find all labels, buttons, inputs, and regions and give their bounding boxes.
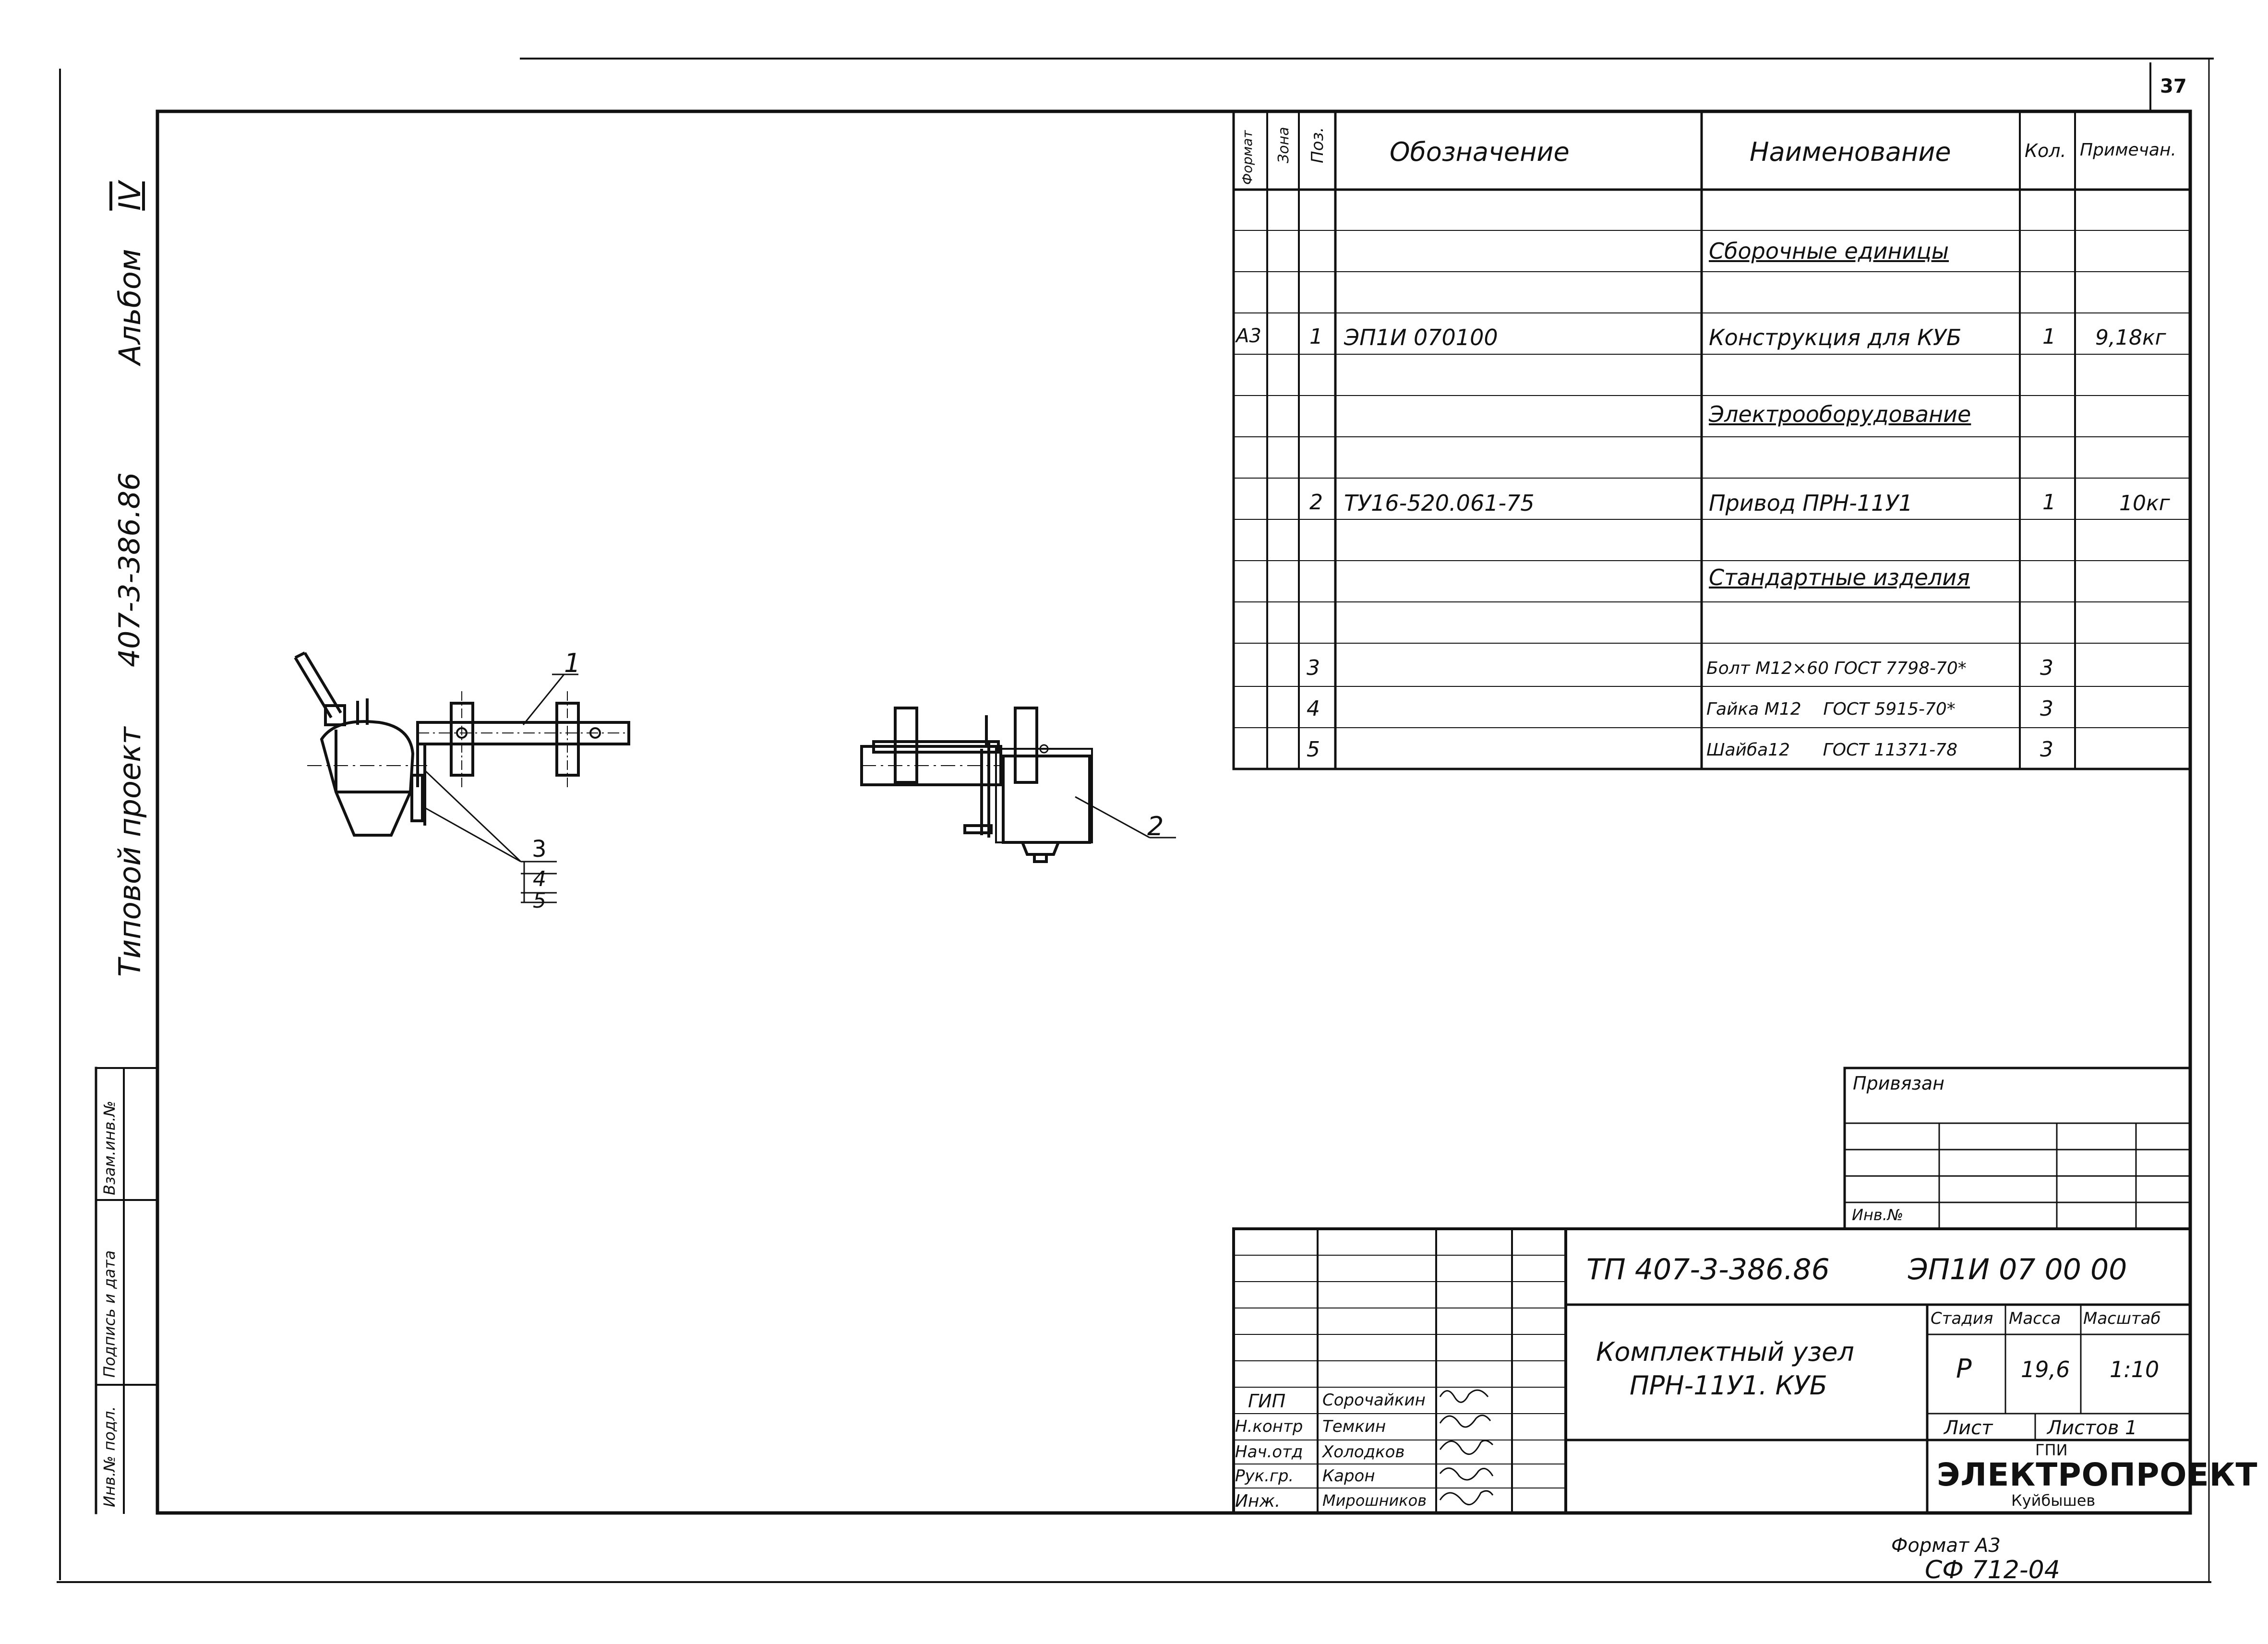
field-replace-inv: Взам.инв.№ <box>100 1101 119 1195</box>
header-qty: Кол. <box>2025 140 2066 161</box>
sig-role-rukgr: Рук.гр. <box>1235 1466 1294 1486</box>
header-format: Формат <box>1239 130 1255 185</box>
header-zone: Зона <box>1275 127 1292 163</box>
row5-name: Болт М12×60 ГОСТ 7798-70* <box>1706 659 1967 678</box>
row7-qty: 3 <box>2040 737 2053 762</box>
row1-designation: ЭП1И 070100 <box>1344 324 1498 350</box>
album-text: Альбом <box>112 249 147 365</box>
album-number: IV <box>112 181 147 211</box>
sheet-number: 37 <box>2160 75 2187 97</box>
row1-note: 9,18кг <box>2095 325 2166 350</box>
org-line1: ГПИ <box>2035 1441 2068 1459</box>
attached-title: Привязан <box>1853 1073 1944 1094</box>
org-line3: Куйбышев <box>2011 1491 2096 1510</box>
sig-name-nach: Холодков <box>1322 1442 1405 1462</box>
callout-4: 4 <box>533 867 546 891</box>
sig-name-rukgr: Карон <box>1322 1466 1375 1486</box>
row3-note: 10кг <box>2119 491 2170 516</box>
left-view <box>294 651 630 903</box>
row7-name: Шайба12 ГОСТ 11371-78 <box>1706 740 1957 760</box>
row1-format: A3 <box>1236 325 1261 347</box>
sig-role-nkontr: Н.контр <box>1235 1417 1303 1436</box>
row7-pos: 5 <box>1307 737 1320 762</box>
signature-scribbles <box>1439 1389 1494 1505</box>
header-pos: Поз. <box>1308 127 1327 163</box>
row1-pos: 1 <box>1309 324 1323 349</box>
document-code: ТП 407-3-386.86 <box>1586 1253 1830 1286</box>
row6-pos: 4 <box>1307 696 1320 721</box>
row1-qty: 1 <box>2042 324 2056 349</box>
header-note: Примечан. <box>2080 140 2176 160</box>
title-line1: Комплектный узел <box>1596 1337 1854 1367</box>
row5-pos: 3 <box>1307 656 1320 680</box>
right-view <box>860 707 1176 863</box>
sig-role-gip: ГИП <box>1248 1391 1286 1412</box>
mass-label: Масса <box>2009 1309 2061 1328</box>
header-designation: Обозначение <box>1390 137 1570 167</box>
title-line2: ПРН-11У1. КУБ <box>1630 1370 1827 1401</box>
callout-2: 2 <box>1147 811 1164 841</box>
section-assembly-units: Сборочные единицы <box>1709 238 1949 264</box>
sig-role-inzh: Инж. <box>1235 1491 1281 1511</box>
sig-name-gip: Сорочайкин <box>1322 1391 1426 1410</box>
callout-1: 1 <box>564 648 581 678</box>
album-label: Альбом IV <box>112 181 147 365</box>
scale-value: 1:10 <box>2110 1356 2160 1382</box>
row3-designation: ТУ16-520.061-75 <box>1344 490 1535 516</box>
sheets-label: Листов 1 <box>2047 1417 2137 1439</box>
field-sign-date: Подпись и дата <box>100 1250 119 1378</box>
stage-label: Стадия <box>1931 1309 1993 1328</box>
drawing-code: ЭП1И 07 00 00 <box>1908 1253 2127 1286</box>
footer-sf-code: СФ 712-04 <box>1925 1556 2060 1584</box>
stage-value: Р <box>1956 1354 1972 1384</box>
scale-label: Масштаб <box>2083 1309 2161 1328</box>
sig-name-nkontr: Темкин <box>1322 1417 1386 1436</box>
callout-3: 3 <box>532 836 547 863</box>
sig-role-nach: Нач.отд <box>1235 1442 1303 1462</box>
row3-name: Привод ПРН-11У1 <box>1709 490 1913 516</box>
project-code: 407-3-386.86 <box>113 472 146 667</box>
row6-name: Гайка М12 ГОСТ 5915-70* <box>1706 699 1956 719</box>
field-inv-orig: Инв.№ подл. <box>100 1406 119 1507</box>
attached-inv: Инв.№ <box>1852 1206 1904 1224</box>
sheet-label: Лист <box>1944 1417 1993 1439</box>
header-name: Наименование <box>1750 137 1951 167</box>
project-type: Типовой проект <box>112 727 147 977</box>
row1-name: Конструкция для КУБ <box>1709 324 1962 350</box>
section-standard-parts: Стандартные изделия <box>1709 564 1970 590</box>
org-line2: ЭЛЕКТРОПРОЕКТ <box>1937 1456 2258 1493</box>
row3-qty: 1 <box>2042 490 2056 515</box>
mass-value: 19,6 <box>2021 1356 2070 1382</box>
section-electrical: Электрооборудование <box>1709 401 1971 427</box>
row3-pos: 2 <box>1309 490 1323 515</box>
row6-qty: 3 <box>2040 696 2053 721</box>
sig-name-inzh: Мирошников <box>1322 1491 1427 1510</box>
callout-5: 5 <box>533 888 546 913</box>
row5-qty: 3 <box>2040 656 2053 680</box>
footer-format: Формат А3 <box>1891 1535 2001 1557</box>
